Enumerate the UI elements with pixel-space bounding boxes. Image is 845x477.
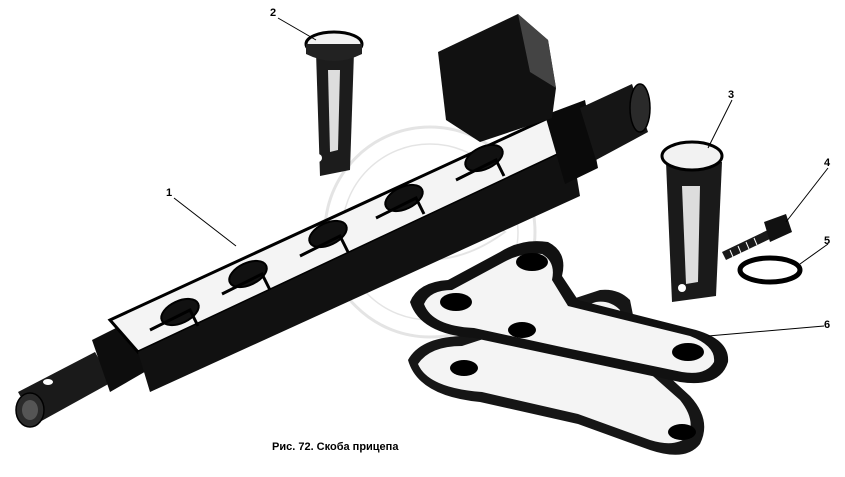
callout-2: 2: [270, 7, 276, 19]
leader-line-5: [799, 243, 829, 265]
pin-part-3: [660, 140, 724, 302]
pin-part-2: [304, 30, 364, 176]
callout-6: 6: [824, 319, 830, 331]
callout-1: 1: [166, 187, 172, 199]
callout-5: 5: [824, 235, 830, 247]
leader-line-4: [785, 167, 829, 223]
leader-line-6: [707, 325, 825, 337]
bracket-part-6: [408, 241, 729, 455]
leader-line-3: [707, 99, 733, 149]
bolt-part-4: [722, 214, 792, 260]
callout-4: 4: [824, 157, 831, 169]
leader-line-2: [277, 17, 317, 41]
hitch-bar-part-1: [15, 14, 651, 428]
leader-line-1: [173, 197, 237, 247]
figure-caption: Рис. 72. Скоба прицепа: [272, 441, 399, 453]
ring-part-5: [737, 255, 803, 285]
leader-lines: [173, 17, 829, 337]
callout-3: 3: [728, 89, 734, 101]
